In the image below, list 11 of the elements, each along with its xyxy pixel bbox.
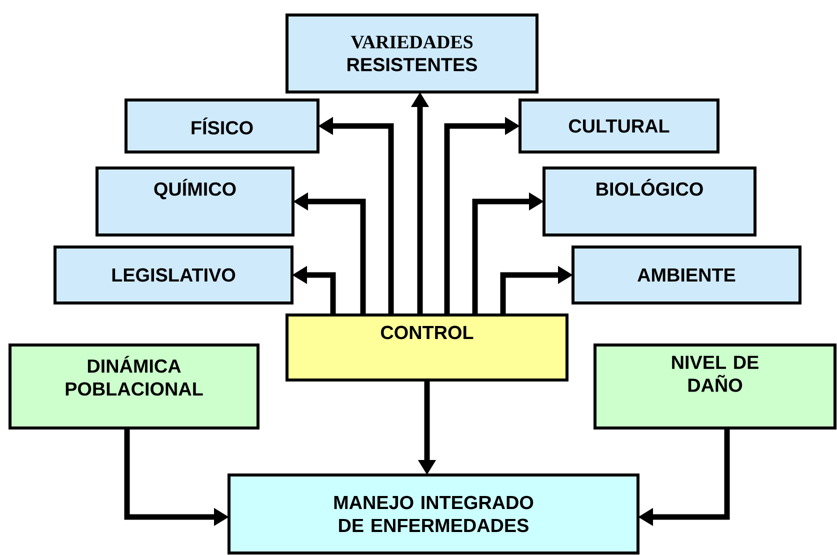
process-box: VARIEDADES RESISTENTES [286,14,538,94]
process-box: FÍSICO [124,98,320,154]
process-box: NIVEL DE DAÑO [594,343,836,430]
process-box: MANEJO INTEGRADO DE ENFERMEDADES [228,473,640,554]
process-box: CULTURAL [518,98,720,154]
process-box: LEGISLATIVO [54,245,294,304]
process-box: AMBIENTE [572,245,802,304]
process-box: BIOLÓGICO [542,166,756,236]
process-box: QUÍMICO [96,166,294,236]
process-box: CONTROL [286,313,568,382]
process-box: DINÁMICA POBLACIONAL [8,343,260,430]
